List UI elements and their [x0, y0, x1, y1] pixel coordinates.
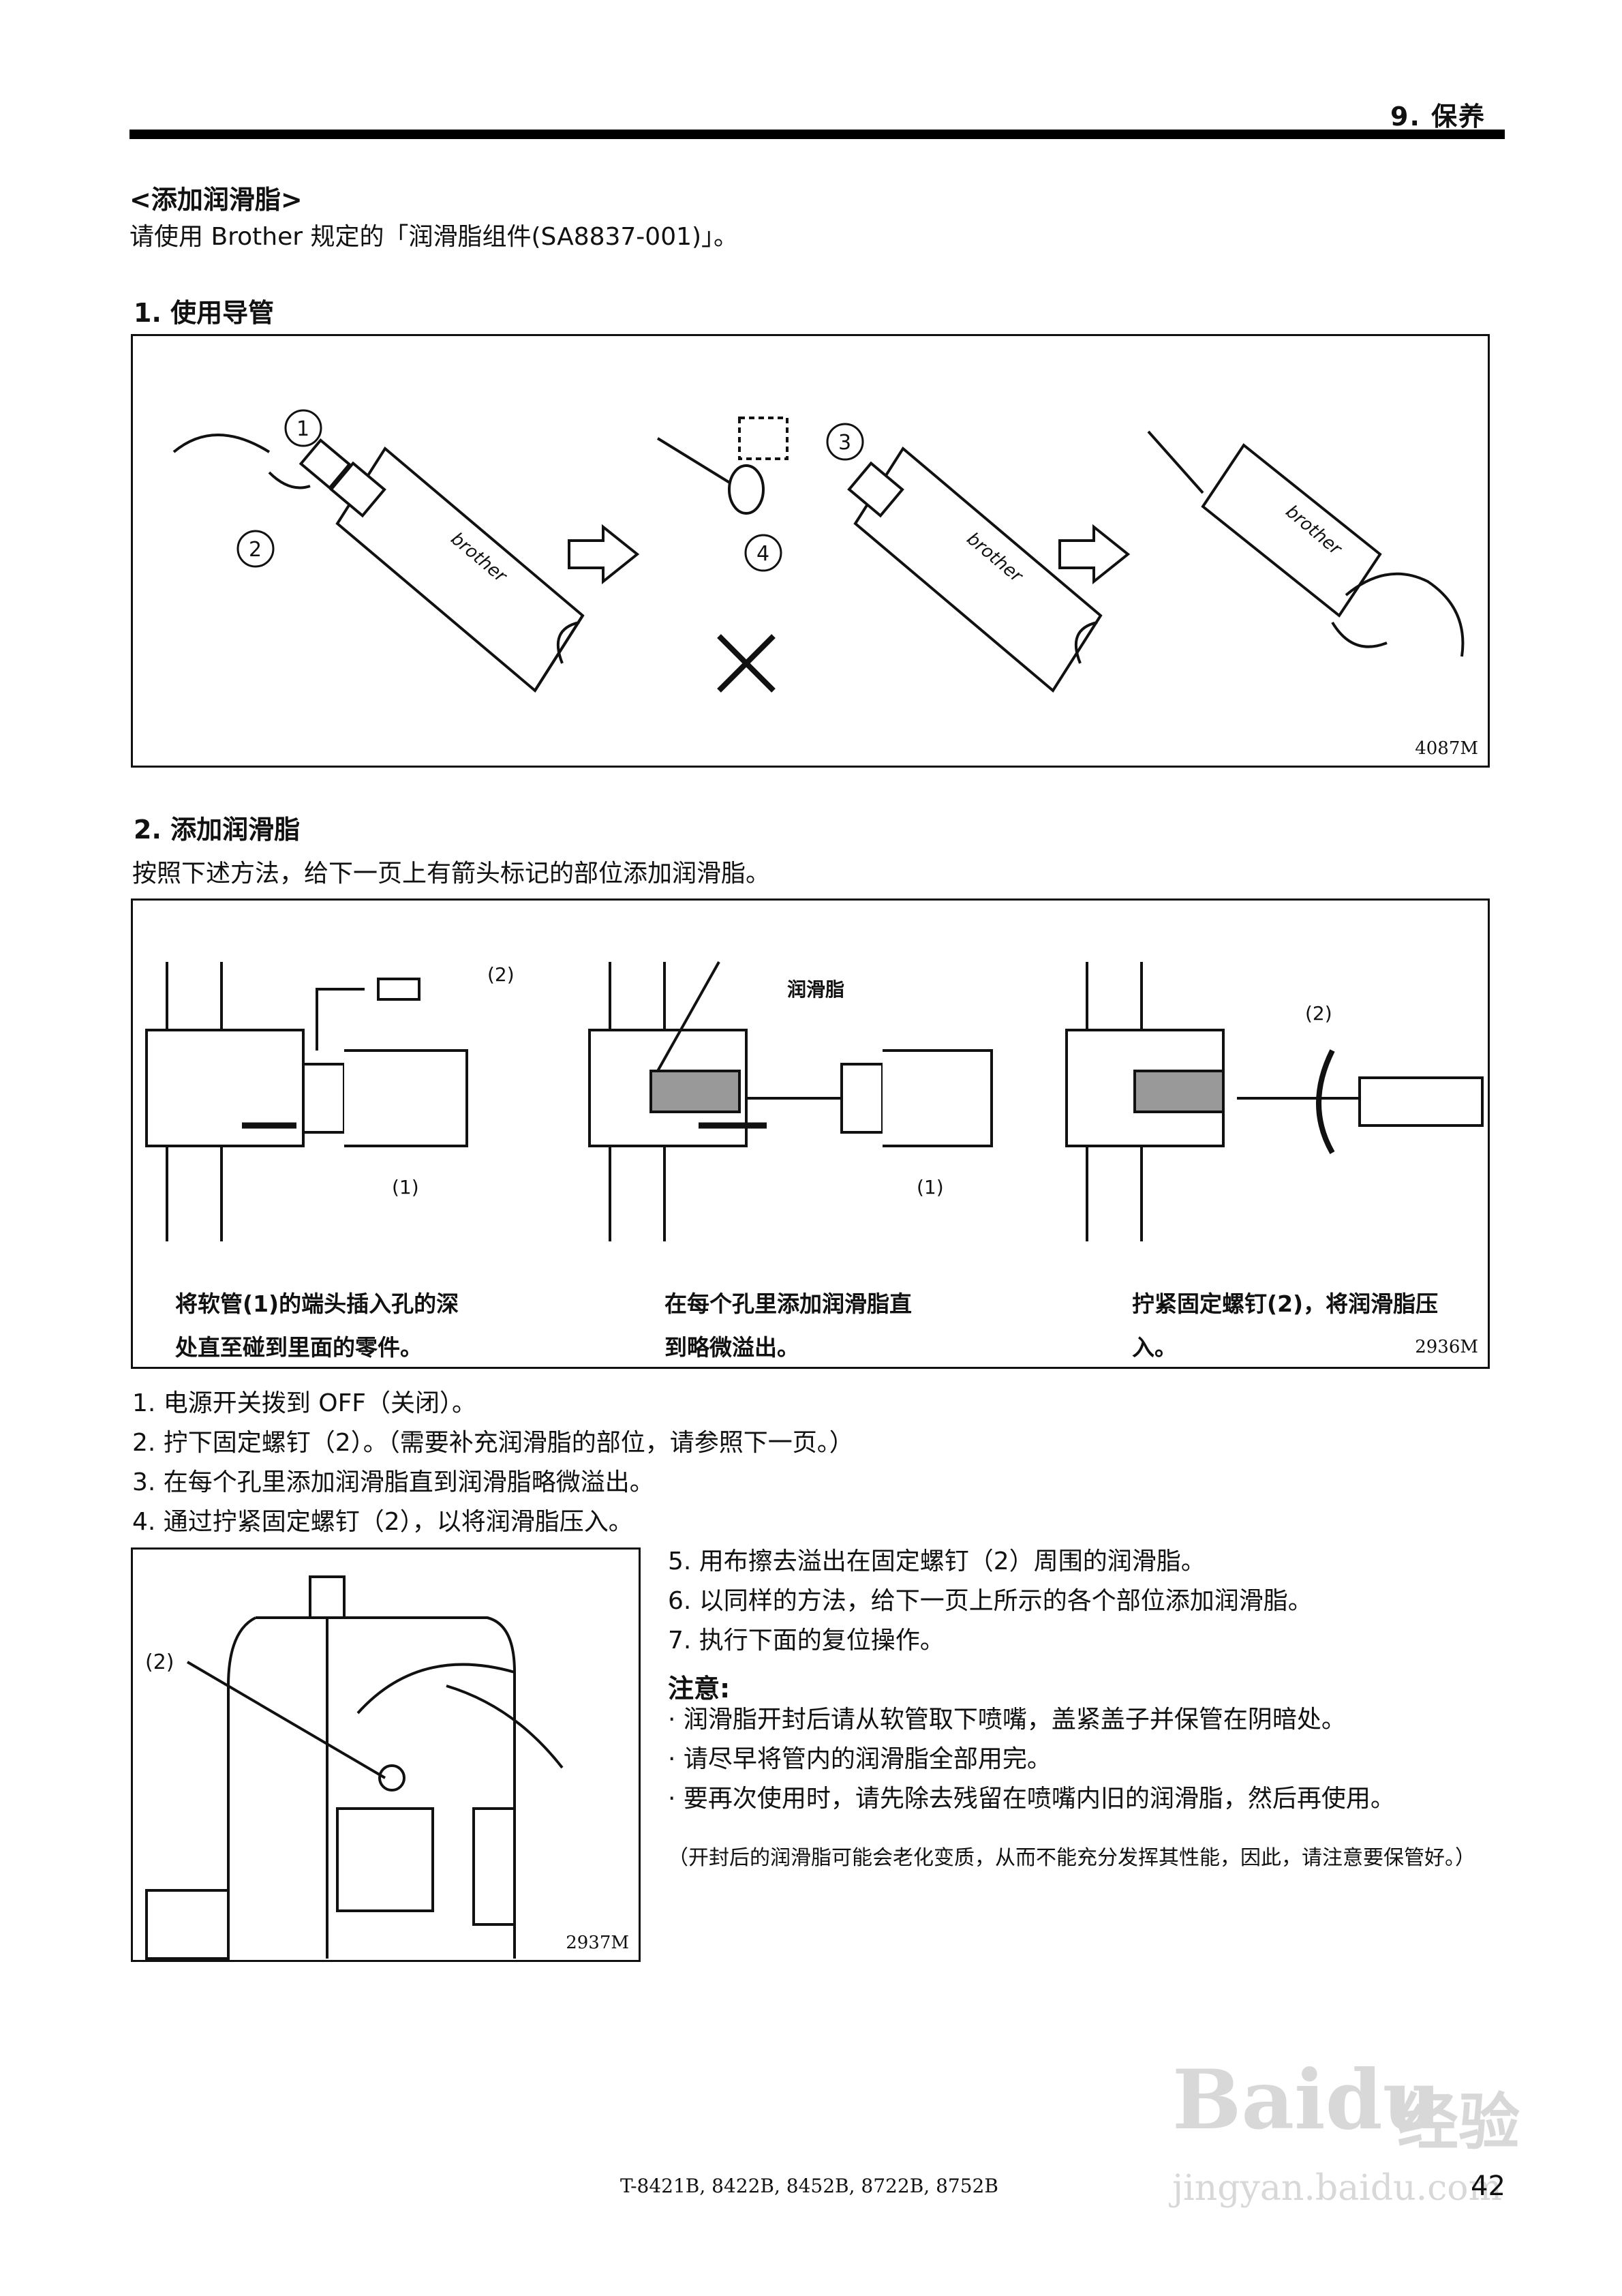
step2-heading: 2. 添加润滑脂 — [134, 815, 301, 845]
figure-grease-steps: (2) (1) 润滑脂 (1) (2) 将软管(1)的端头插入孔的深处直至碰到里… — [131, 898, 1490, 1369]
callout-2: 2 — [249, 538, 262, 562]
caution-note: （开封后的润滑脂可能会老化变质，从而不能充分发挥其性能，因此，请注意要保管好。） — [668, 1846, 1475, 1870]
label-screw-1: (2) — [487, 963, 515, 986]
caution-title: 注意: — [668, 1674, 731, 1704]
callout-4: 4 — [756, 542, 769, 566]
intro-title: <添加润滑脂> — [129, 185, 303, 215]
machine-illustration: (2) — [145, 1575, 564, 1960]
caption-2: 在每个孔里添加润滑脂直到略微溢出。 — [664, 1290, 912, 1361]
callout-1: 1 — [296, 417, 309, 441]
list-item: 3. 在每个孔里添加润滑脂直到润滑脂略微溢出。 — [132, 1468, 654, 1496]
watermark-url: jingyan.baidu.com — [1172, 2168, 1502, 2209]
list-item: 7. 执行下面的复位操作。 — [668, 1627, 945, 1655]
page-number: 42 — [1471, 2171, 1505, 2202]
grease-steps-illustration: (2) (1) 润滑脂 (1) (2) — [145, 961, 1484, 1241]
header-rule — [129, 130, 1505, 139]
list-item: · 请尽早将管内的润滑脂全部用完。 — [668, 1745, 1052, 1773]
label-grease: 润滑脂 — [787, 978, 844, 1001]
section-title: 9. 保养 — [1390, 102, 1486, 132]
label-tube-1: (1) — [392, 1176, 419, 1198]
caution-list: · 润滑脂开封后请从软管取下喷嘴，盖紧盖子并保管在阴暗处。 · 请尽早将管内的润… — [668, 1700, 1395, 1819]
watermark-logo: Baidu — [1172, 2052, 1442, 2148]
figure-id: 2936M — [1415, 1337, 1478, 1357]
list-item: · 要再次使用时，请先除去残留在喷嘴内旧的润滑脂，然后再使用。 — [668, 1785, 1395, 1813]
list-item: 4. 通过拧紧固定螺钉（2），以将润滑脂压入。 — [132, 1508, 633, 1536]
step2-text: 按照下述方法，给下一页上有箭头标记的部位添加润滑脂。 — [132, 860, 771, 888]
figure-machine: (2) 2937M — [131, 1547, 641, 1962]
list-item: 1. 电源开关拨到 OFF（关闭）。 — [132, 1389, 476, 1417]
callout-3: 3 — [838, 431, 851, 455]
nozzle-assembly-illustration: 1 2 3 4 brother brother brother — [172, 409, 1465, 693]
procedure-list-cont: 5. 用布擦去溢出在固定螺钉（2）周围的润滑脂。 6. 以同样的方法，给下一页上… — [668, 1542, 1313, 1661]
procedure-list: 1. 电源开关拨到 OFF（关闭）。 2. 拧下固定螺钉（2）。（需要补充润滑脂… — [132, 1384, 854, 1542]
watermark-cn: 经验 — [1397, 2087, 1520, 2158]
label-screw-3: (2) — [1305, 1002, 1332, 1025]
list-item: 2. 拧下固定螺钉（2）。（需要补充润滑脂的部位，请参照下一页。） — [132, 1429, 854, 1457]
caption-3: 拧紧固定螺钉(2)，将润滑脂压入。 — [1132, 1290, 1439, 1361]
label-screw: (2) — [145, 1650, 174, 1674]
figure-nozzle-assembly: 1 2 3 4 brother brother brother 4087M — [131, 334, 1490, 768]
caption-1: 将软管(1)的端头插入孔的深处直至碰到里面的零件。 — [175, 1290, 459, 1361]
list-item: · 润滑脂开封后请从软管取下喷嘴，盖紧盖子并保管在阴暗处。 — [668, 1706, 1346, 1734]
label-tube-2: (1) — [917, 1176, 944, 1198]
step1-heading: 1. 使用导管 — [134, 298, 275, 328]
figure-id: 4087M — [1415, 738, 1478, 759]
list-item: 5. 用布擦去溢出在固定螺钉（2）周围的润滑脂。 — [668, 1547, 1206, 1575]
footer-models: T-8421B, 8422B, 8452B, 8722B, 8752B — [620, 2175, 998, 2197]
intro-text: 请使用 Brother 规定的「润滑脂组件(SA8837-001)」。 — [129, 223, 739, 251]
list-item: 6. 以同样的方法，给下一页上所示的各个部位添加润滑脂。 — [668, 1587, 1313, 1615]
figure-id: 2937M — [566, 1933, 629, 1953]
